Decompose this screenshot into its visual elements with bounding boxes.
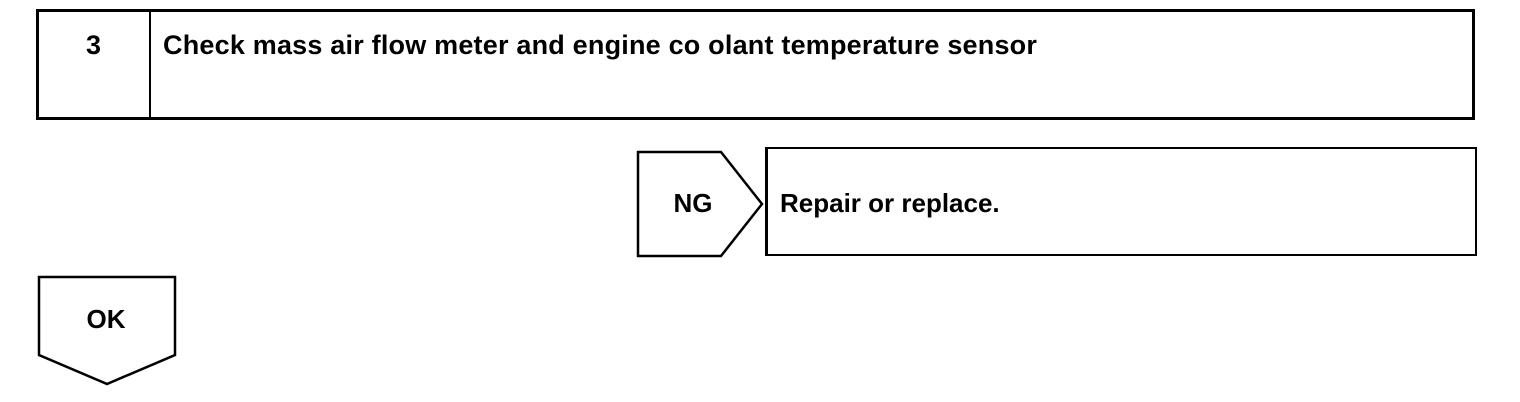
ng-arrow-shape (636, 150, 764, 258)
ng-result-text: Repair or replace. (780, 188, 1000, 218)
step-box (36, 9, 1475, 120)
step-title: Check mass air flow meter and engine co … (163, 30, 1038, 60)
ok-label: OK (86, 304, 126, 334)
step-divider (149, 9, 151, 120)
step-number: 3 (85, 30, 102, 60)
ok-arrow-shape (37, 275, 177, 386)
ng-label: NG (673, 188, 713, 218)
ng-result-box (765, 147, 1477, 256)
